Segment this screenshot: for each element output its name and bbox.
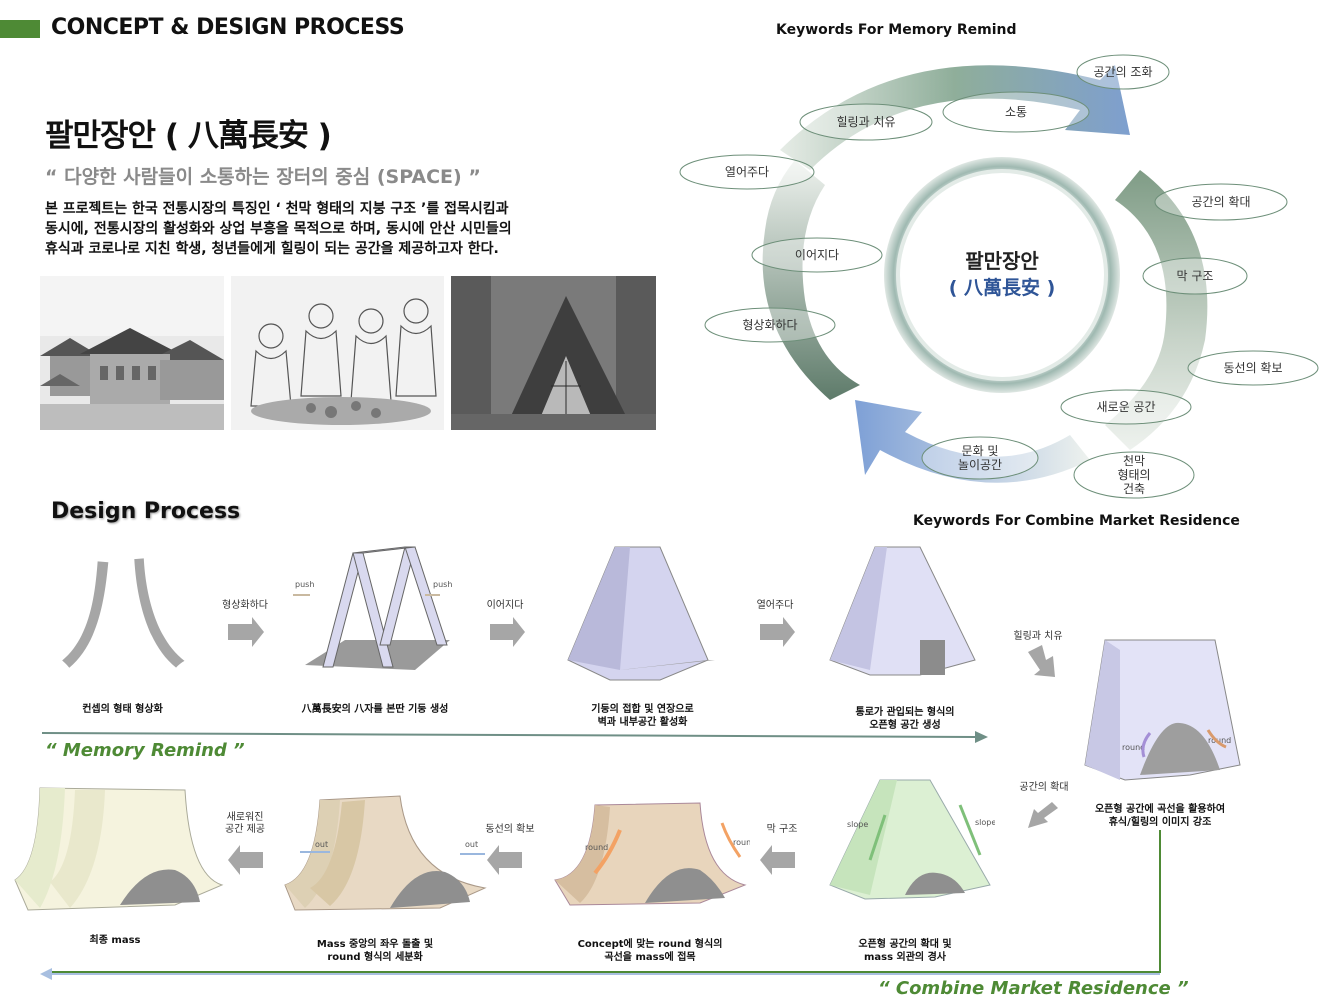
keyword-bubble xyxy=(1060,389,1192,425)
eight-character-icon: 八 xyxy=(58,537,189,689)
push-tag: push xyxy=(433,580,452,589)
step-label: 오픈형 공간의 확대 및 mass 외관의 경사 xyxy=(858,939,952,963)
right-arrow-icon xyxy=(490,617,525,647)
arrow-label: 힐링과 치유 xyxy=(1013,631,1063,642)
step-label: Mass 중앙의 좌우 돌출 및 round 형식의 세분화 xyxy=(316,939,434,963)
keyword-text: 새로운 공간 xyxy=(1096,400,1155,414)
out-tag: out xyxy=(315,840,328,849)
keyword-text: 소통 xyxy=(1005,105,1027,119)
keyword-bubble xyxy=(704,307,836,343)
step-label: Concept에 맞는 round 형식의 곡선을 mass에 접목 xyxy=(577,939,723,963)
slope-tag: slope xyxy=(975,818,995,827)
design-process-title: Design Process xyxy=(51,499,241,524)
down-left-arrow-icon xyxy=(1028,802,1058,828)
round-tag: round xyxy=(585,843,608,852)
market-sketch-photo xyxy=(231,276,444,430)
cycle-arrow-left xyxy=(762,160,860,400)
arrow-label: 새로워진 공간 제공 xyxy=(225,812,265,835)
hanok-village-photo xyxy=(40,276,224,430)
keyword-bubble xyxy=(799,103,933,141)
a-frame-cabin-photo xyxy=(451,276,656,430)
header-accent-bar xyxy=(0,20,40,38)
step-label: 최종 mass xyxy=(89,935,141,946)
keyword-bubble xyxy=(679,154,815,190)
step-label: 통로가 관입되는 형식의 오픈형 공간 생성 xyxy=(855,707,955,731)
page-header-title: CONCEPT & DESIGN PROCESS xyxy=(51,15,405,40)
keyword-bubble xyxy=(942,91,1090,133)
keyword-bubble xyxy=(751,237,883,273)
keyword-text: 문화 및 xyxy=(962,444,999,458)
left-arrow-icon xyxy=(760,845,795,875)
description-line: 본 프로젝트는 한국 전통시장의 특징인 ‘ 천막 형태의 지붕 구조 ’를 접… xyxy=(45,201,509,217)
keyword-bubble xyxy=(1142,257,1248,295)
down-right-arrow-icon xyxy=(1028,645,1055,677)
step-round-model: round round xyxy=(554,802,750,906)
description-line: 휴식과 코로나로 지친 학생, 청년들에게 힐링이 되는 공간을 제공하고자 한… xyxy=(45,241,499,257)
step-slope-model: slope slope xyxy=(829,779,995,900)
right-arrow-icon xyxy=(228,617,264,647)
out-tag: out xyxy=(465,840,478,849)
arrow-label: 이어지다 xyxy=(486,600,524,611)
step-solid-model xyxy=(567,546,715,681)
keyword-text: 동선의 확보 xyxy=(1223,361,1282,375)
step-label: 컨셉의 형태 형상화 xyxy=(82,704,163,715)
round-tag: round xyxy=(1208,736,1231,745)
step-frame-model: push push xyxy=(293,546,452,670)
cycle-arrow-bottom xyxy=(855,400,1090,483)
keyword-text: 놀이공간 xyxy=(958,458,1002,472)
memory-remind-label: “ Memory Remind ” xyxy=(45,740,245,761)
round-tag: round xyxy=(1122,743,1145,752)
keyword-bubble xyxy=(1154,183,1288,221)
center-subtitle: ( 八萬長安 ) xyxy=(949,276,1056,299)
keyword-text: 이어지다 xyxy=(795,248,839,262)
keyword-bubble xyxy=(1073,451,1195,499)
keyword-text: 천막 xyxy=(1123,453,1145,468)
concept-title: 팔만장안 ( 八萬長安 ) xyxy=(45,118,332,154)
arrow-label: 공간의 확대 xyxy=(1019,782,1069,793)
concept-description: 본 프로젝트는 한국 전통시장의 특징인 ‘ 천막 형태의 지붕 구조 ’를 접… xyxy=(45,199,645,259)
cycle-arrow-right xyxy=(1105,170,1208,450)
combine-market-label: “ Combine Market Residence ” xyxy=(878,978,1189,999)
arrow-label: 막 구조 xyxy=(766,824,798,835)
center-title: 팔만장안 xyxy=(965,249,1039,273)
description-line: 동시에, 전통시장의 활성화와 상업 부흥을 목적으로 하며, 동시에 안산 시… xyxy=(45,221,512,237)
arrow-label: 형상화하다 xyxy=(222,600,268,611)
keyword-text: 공간의 확대 xyxy=(1191,195,1250,209)
diagram-bottom-title: Keywords For Combine Market Residence xyxy=(913,513,1240,529)
left-arrow-icon xyxy=(487,845,522,875)
step-label: 기둥의 접합 및 연장으로 벽과 내부공간 활성화 xyxy=(591,704,694,728)
step-curve-model: round round xyxy=(1084,639,1241,781)
push-tag: push xyxy=(295,580,314,589)
round-tag: round xyxy=(733,838,750,847)
keyword-bubble xyxy=(921,436,1039,480)
keyword-bubble xyxy=(1187,350,1319,386)
concept-subtitle: “ 다양한 사람들이 소통하는 장터의 중심 (SPACE) ” xyxy=(45,166,481,188)
step-split-model: out out xyxy=(284,795,487,911)
memory-timeline xyxy=(41,732,976,738)
arrow-label: 동선의 확보 xyxy=(485,824,535,835)
step-final-model xyxy=(14,787,224,911)
step-opening-model xyxy=(829,546,976,676)
keyword-text: 형상화하다 xyxy=(742,318,797,332)
keyword-bubble xyxy=(1076,54,1170,90)
slope-tag: slope xyxy=(847,820,868,829)
diagram-top-title: Keywords For Memory Remind xyxy=(776,22,1017,38)
cycle-arrow-top xyxy=(780,65,1130,170)
step-label: 八萬長安의 八자를 본딴 기둥 생성 xyxy=(301,704,449,715)
arrow-label: 열어주다 xyxy=(756,600,794,611)
right-arrow-icon xyxy=(760,617,795,647)
keyword-text: 막 구조 xyxy=(1177,269,1214,283)
keyword-text: 건축 xyxy=(1123,482,1145,496)
keyword-text: 열어주다 xyxy=(725,165,769,179)
left-arrow-icon xyxy=(228,845,263,875)
keyword-text: 형태의 xyxy=(1117,468,1150,482)
keyword-text: 공간의 조화 xyxy=(1093,65,1152,79)
step-label: 오픈형 공간에 곡선을 활용하여 휴식/힐링의 이미지 강조 xyxy=(1094,804,1226,828)
keyword-text: 힐링과 치유 xyxy=(836,115,895,129)
